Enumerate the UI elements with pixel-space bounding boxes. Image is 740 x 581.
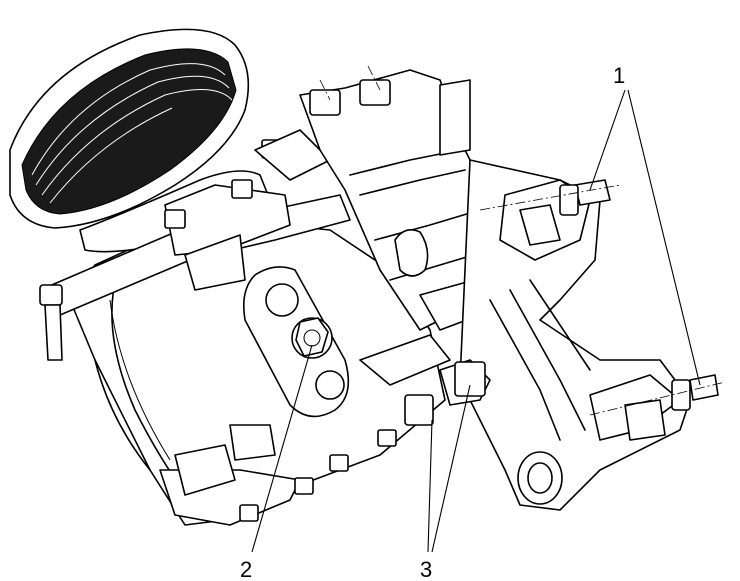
fitting-plate — [242, 266, 350, 418]
callout-1: 1 — [613, 63, 625, 88]
callout-2: 2 — [240, 557, 252, 581]
fastener-nuts — [404, 359, 491, 426]
upper-flange — [39, 129, 351, 361]
mounting-bolt-lower — [589, 374, 726, 441]
mounting-bolt-upper — [479, 179, 621, 246]
leader-lines — [251, 89, 701, 553]
callout-3: 3 — [420, 557, 432, 581]
compressor-body — [69, 219, 446, 526]
